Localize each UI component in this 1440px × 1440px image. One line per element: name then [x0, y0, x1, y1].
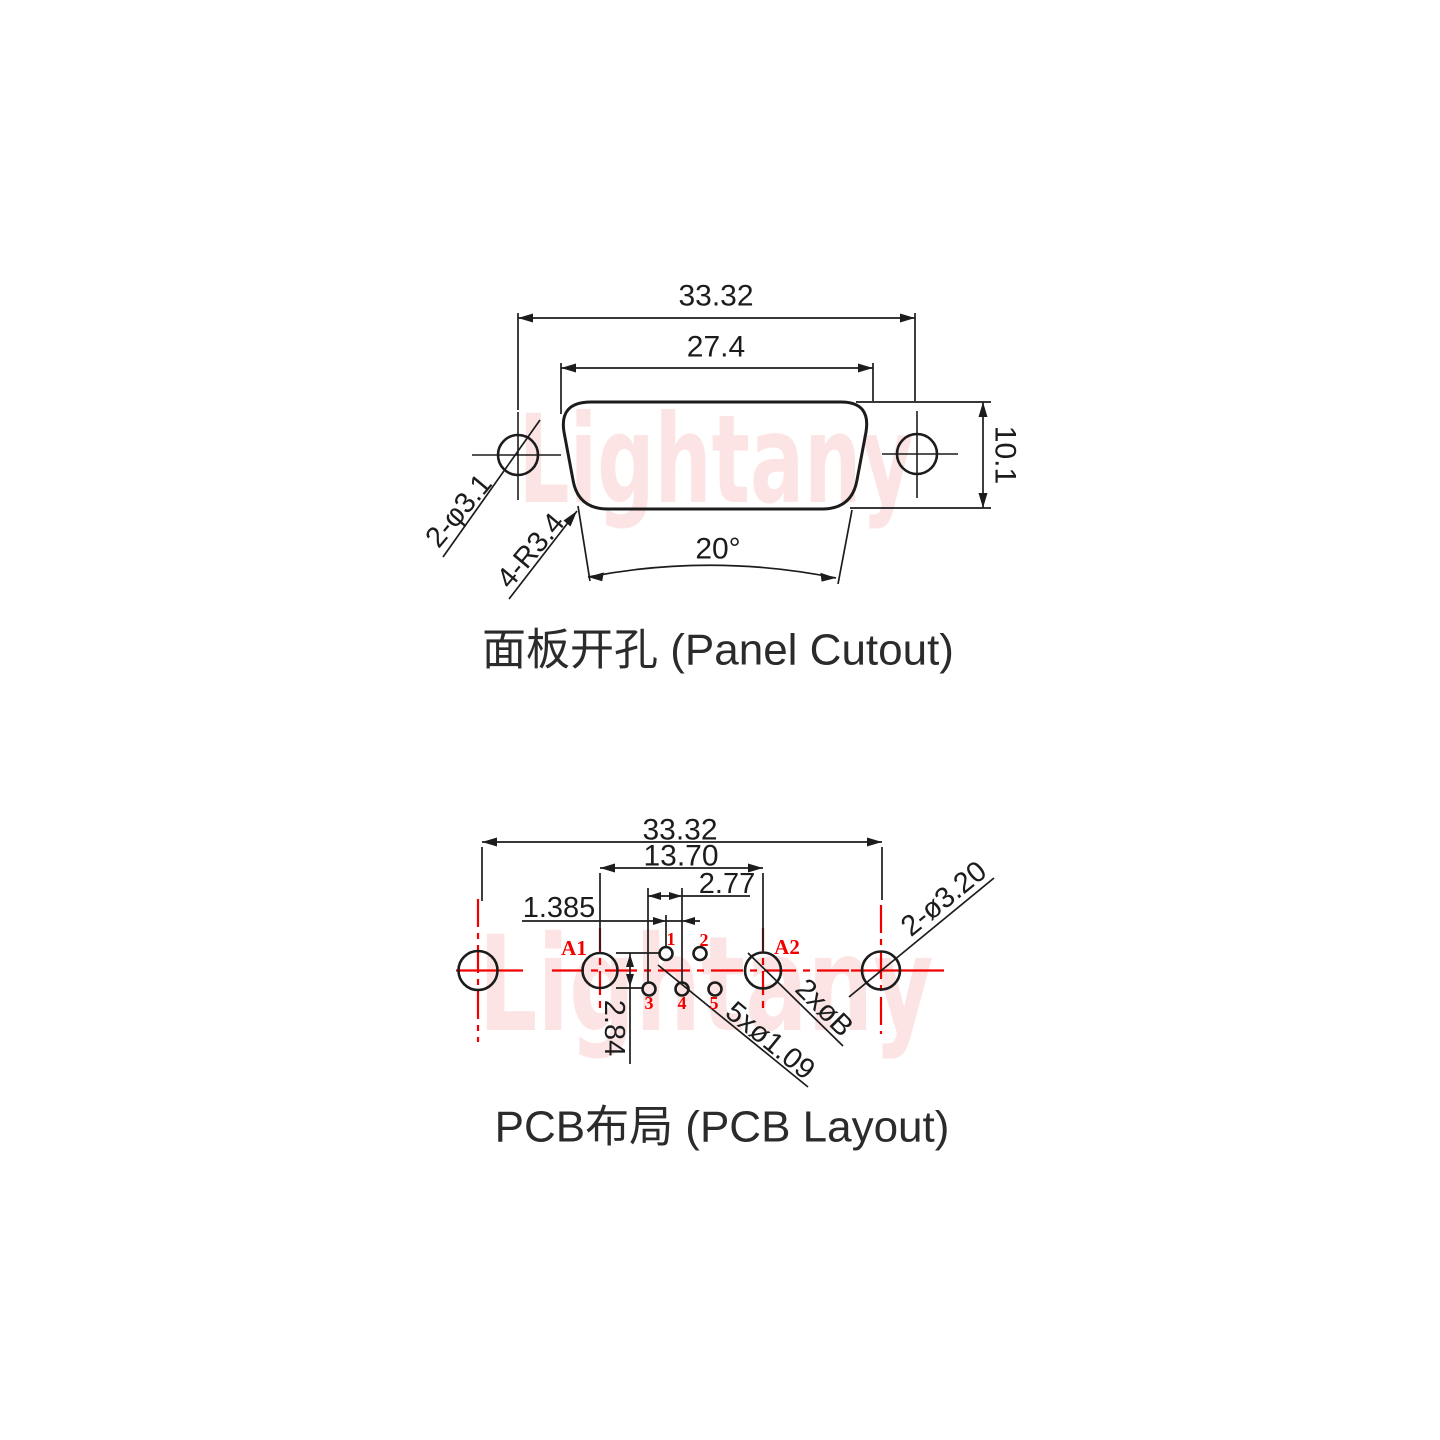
coax-hole-a1: [581, 951, 619, 990]
label-pin-2: 2: [700, 930, 709, 950]
pcb-layout-drawing: Lightany 33.: [456, 814, 995, 1152]
arrowhead: [900, 313, 915, 323]
pcb-layout-title: PCB布局 (PCB Layout): [495, 1103, 950, 1152]
dim-side-angle: 20°: [577, 505, 853, 585]
arrowhead: [669, 892, 682, 900]
dim-pcb-overall-width: 33.32: [481, 814, 883, 901]
label-a2: A2: [774, 935, 800, 959]
dim-text-side-angle: 20°: [695, 533, 740, 566]
panel-cutout-drawing: Lightany 33.32: [419, 280, 1021, 675]
angle-arc: [587, 564, 837, 579]
panel-cutout-title: 面板开孔 (Panel Cutout): [482, 626, 954, 675]
panel-mount-hole-left: [472, 412, 561, 500]
dim-row-offset: 1.385: [522, 892, 700, 947]
pcb-mount-hole-right: [860, 950, 902, 991]
label-a1: A1: [561, 936, 587, 960]
label-text-mount-holes: 2-φ3.1: [419, 468, 498, 554]
dim-coax-spacing: 13.70: [599, 840, 764, 951]
arrowhead: [682, 917, 695, 925]
label-pin-3: 3: [645, 993, 654, 1013]
dim-text-row-offset: 1.385: [523, 892, 596, 924]
label-text-pcb-mount-holes: 2-ø3.20: [895, 855, 993, 943]
dim-text-cutout-width: 27.4: [687, 331, 745, 364]
arrowhead: [978, 493, 988, 508]
dim-text-flange-height: 10.1: [989, 426, 1022, 484]
dim-text-pin-pitch: 2.77: [699, 868, 755, 900]
pcb-mount-hole-left: [457, 949, 499, 992]
leader-line: [848, 877, 995, 998]
arrowhead: [588, 572, 604, 582]
label-pin-4: 4: [678, 993, 687, 1013]
watermark-text-bottom: Lightany: [479, 908, 934, 1062]
dim-text-overall-width: 33.32: [678, 280, 753, 313]
leader-line: [657, 964, 809, 1088]
arrowhead: [820, 572, 836, 582]
label-pin-1: 1: [667, 929, 676, 949]
angle-extension-left: [577, 505, 591, 582]
dim-cutout-width: 27.4: [560, 331, 874, 414]
arrowhead: [563, 511, 577, 527]
dim-text-row-spacing: 2.84: [598, 1000, 630, 1056]
coax-hole-a2: [743, 951, 783, 990]
pin-hole-3: [641, 981, 657, 997]
arrowhead: [748, 863, 763, 873]
arrowhead: [600, 863, 615, 873]
leader-line: [508, 510, 578, 600]
arrowhead: [518, 313, 533, 323]
dim-text-pcb-overall-width: 33.32: [642, 814, 717, 847]
pin-hole-5: [707, 981, 723, 997]
arrowhead: [626, 974, 634, 987]
dsub-cutout-outline: [561, 400, 869, 511]
dim-text-coax-spacing: 13.70: [643, 840, 718, 873]
arrowhead: [978, 402, 988, 417]
arrowhead: [648, 892, 661, 900]
angle-extension-right: [837, 509, 853, 585]
arrowhead: [653, 917, 666, 925]
arrowhead: [858, 363, 873, 373]
dim-row-spacing: 2.84: [598, 952, 659, 1064]
dim-flange-height: 10.1: [850, 401, 1022, 509]
arrowhead: [561, 363, 576, 373]
dim-panel-overall-width: 33.32: [517, 280, 916, 410]
arrowhead: [482, 837, 497, 847]
label-pin-5: 5: [710, 993, 719, 1013]
dim-pin-pitch: 2.77: [647, 868, 755, 982]
arrowhead: [867, 837, 882, 847]
leader-line: [442, 419, 541, 558]
watermark-text-top: Lightany: [519, 389, 914, 531]
leader-line: [747, 952, 844, 1047]
panel-mount-hole-right: [882, 411, 958, 498]
arrowhead: [626, 954, 634, 967]
pin-hole-2: [692, 945, 708, 962]
